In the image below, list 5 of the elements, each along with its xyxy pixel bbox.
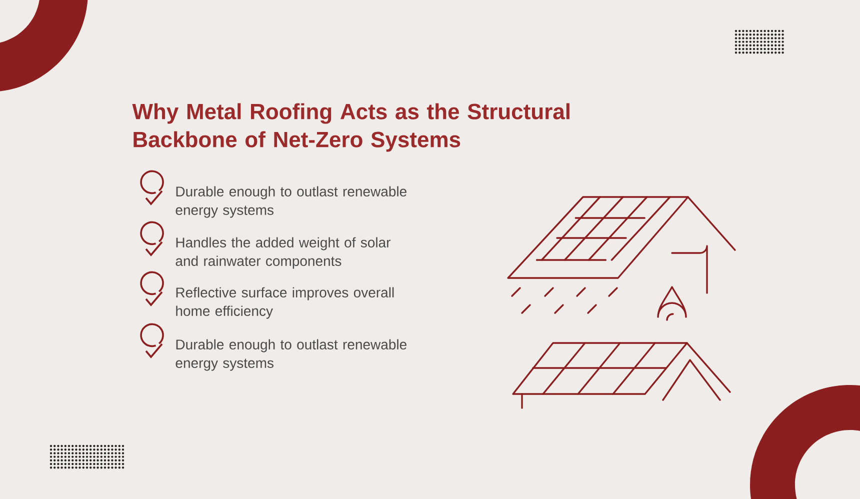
list-item: Durable enough to outlast renewable energy systems — [176, 339, 406, 371]
list-item: Durable enough to outlast renewable energy systems — [176, 186, 406, 218]
list-item: Reflective surface improves overall home efficiency — [176, 287, 394, 319]
list-item: Handles the added weight of solar and rainwater components — [176, 237, 390, 269]
title: Why Metal Roofing Acts as the Structural Backbone of Net-Zero Systems — [132, 103, 570, 152]
